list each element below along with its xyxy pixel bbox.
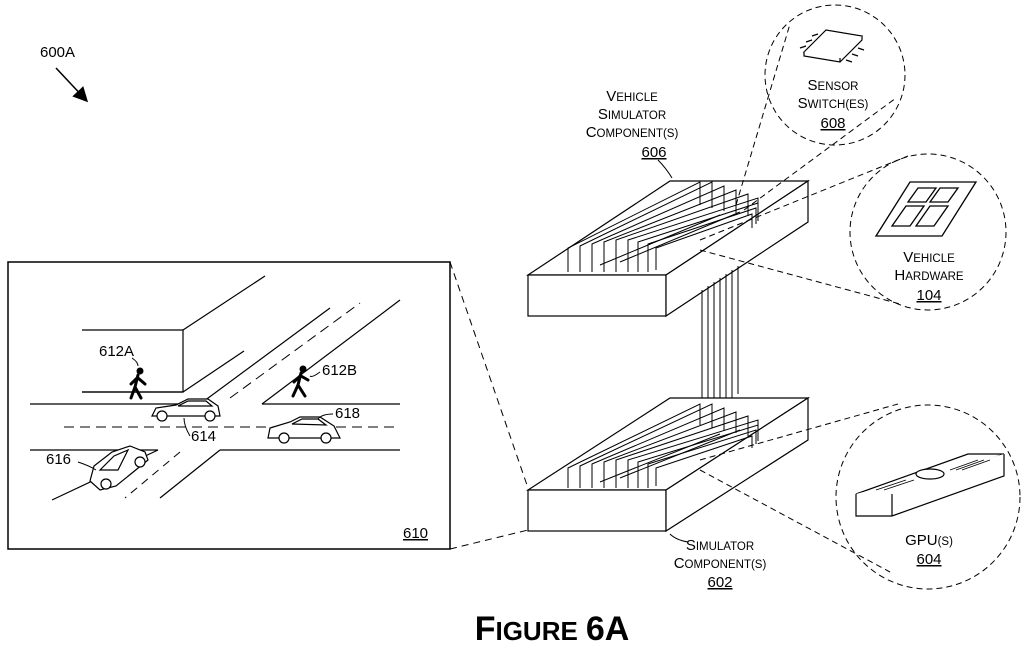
label-car-right: 618 — [335, 405, 360, 422]
svg-text:604: 604 — [916, 551, 941, 568]
label-car-left: 616 — [46, 451, 71, 468]
svg-text:SIMULATOR: SIMULATOR — [686, 537, 754, 554]
label-pedestrian-b: 612B — [322, 362, 357, 379]
vehicle-simulator-label: VEHICLE SIMULATOR COMPONENT(S) 606 — [586, 88, 679, 178]
diagram-ref-arrow — [56, 68, 86, 100]
connector-top — [450, 262, 528, 488]
label-car-center: 614 — [191, 428, 216, 445]
figure-caption: FIGURE6A — [475, 610, 630, 648]
simulator-board — [528, 398, 808, 531]
scene-box: 612A 612B 614 616 618 610 — [8, 262, 450, 549]
vehicle-simulator-board — [528, 181, 808, 316]
svg-text:602: 602 — [707, 574, 732, 591]
diagram-ref-label: 600A — [40, 44, 75, 61]
svg-text:COMPONENT(S): COMPONENT(S) — [674, 555, 767, 572]
svg-text:SIMULATOR: SIMULATOR — [598, 106, 666, 123]
svg-text:608: 608 — [820, 115, 845, 132]
svg-text:104: 104 — [916, 287, 941, 304]
label-pedestrian-a: 612A — [99, 343, 134, 360]
svg-text:VEHICLE: VEHICLE — [606, 88, 658, 105]
scene-box-number: 610 — [403, 525, 428, 542]
svg-text:606: 606 — [641, 144, 666, 161]
connector-bottom — [450, 530, 528, 549]
simulator-label: SIMULATOR COMPONENT(S) 602 — [670, 534, 766, 591]
svg-text:COMPONENT(S): COMPONENT(S) — [586, 124, 679, 141]
